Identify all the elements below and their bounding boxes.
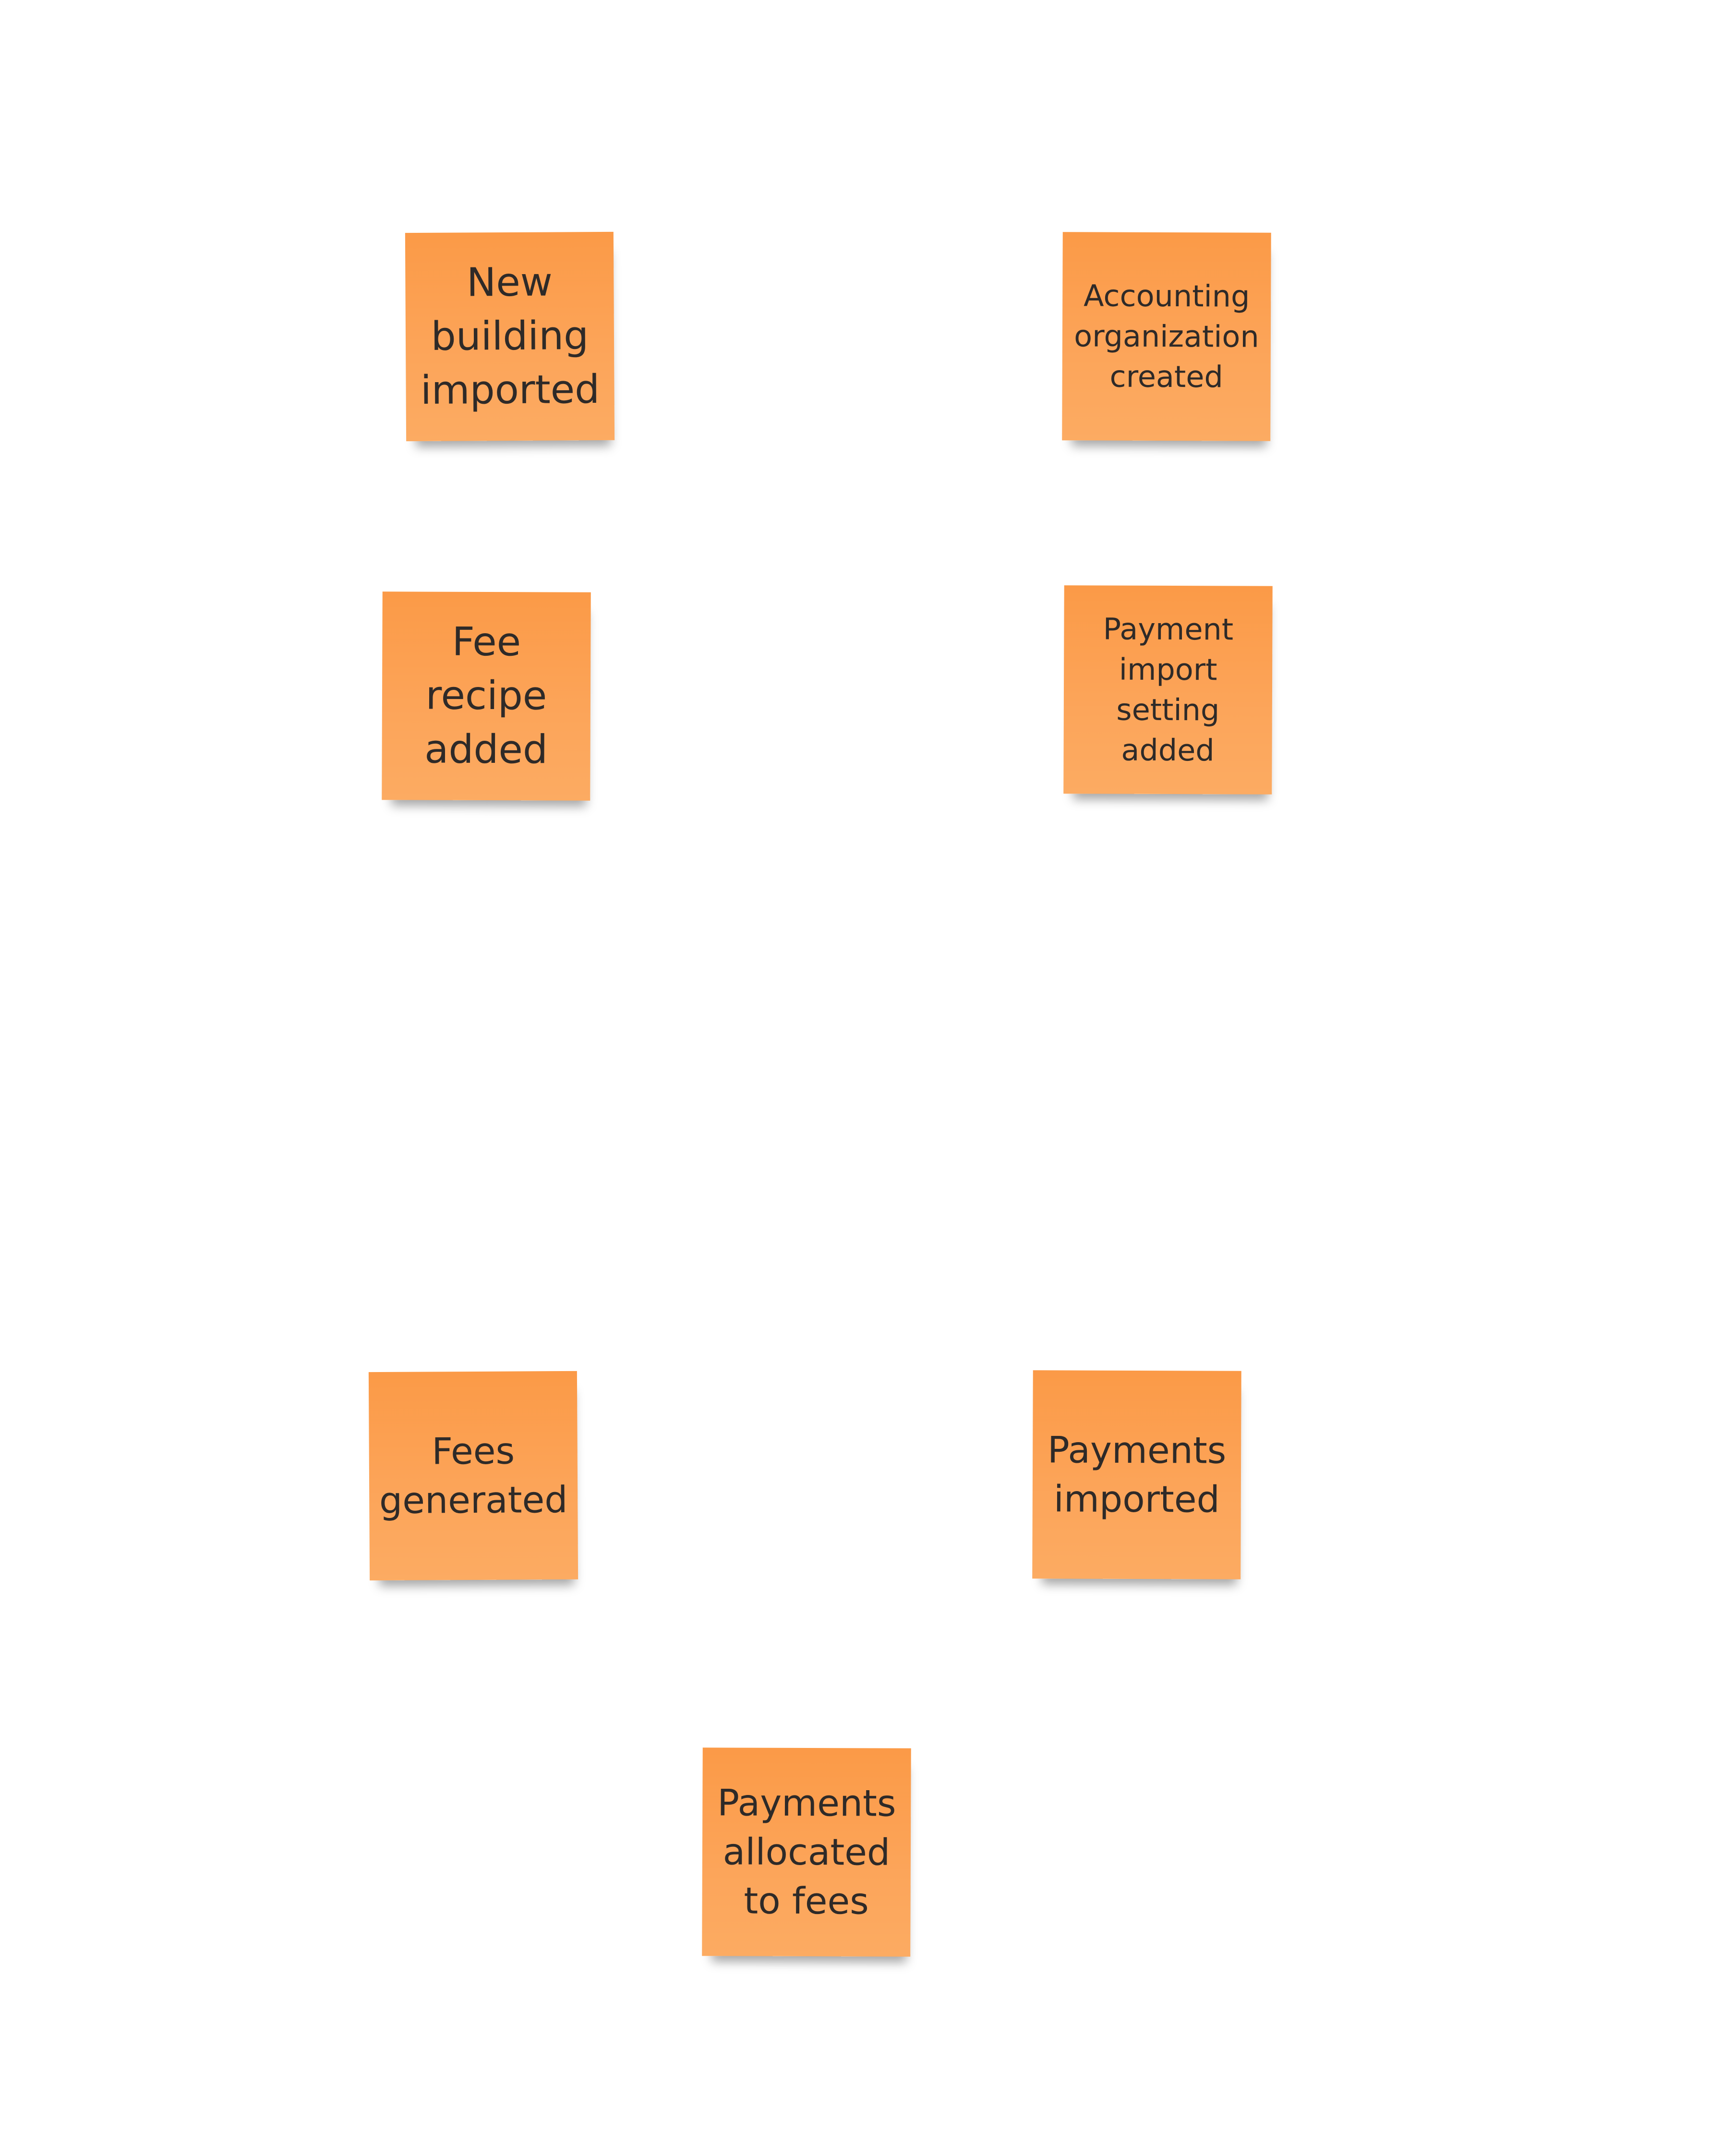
sticky-note-payment-import-setting-added[interactable]: Payment import setting added	[1063, 585, 1273, 795]
sticky-note-label: Payment import setting added	[1103, 611, 1234, 768]
sticky-note-accounting-organization-created[interactable]: Accounting organization created	[1062, 232, 1271, 441]
sticky-note-new-building-imported[interactable]: New building imported	[405, 231, 615, 442]
sticky-note-label: New building imported	[420, 259, 600, 413]
sticky-note-label: Accounting organization created	[1074, 278, 1259, 395]
sticky-note-label: Fee recipe added	[424, 619, 548, 773]
sticky-note-payments-imported[interactable]: Payments imported	[1032, 1370, 1241, 1579]
sticky-note-payments-allocated-to-fees[interactable]: Payments allocated to fees	[702, 1747, 911, 1957]
sticky-note-label: Payments imported	[1047, 1428, 1227, 1521]
sticky-note-label: Payments allocated to fees	[717, 1781, 896, 1923]
sticky-note-label: Fees generated	[379, 1429, 568, 1522]
sticky-note-fee-recipe-added[interactable]: Fee recipe added	[382, 591, 591, 801]
sticky-note-fees-generated[interactable]: Fees generated	[368, 1371, 578, 1581]
